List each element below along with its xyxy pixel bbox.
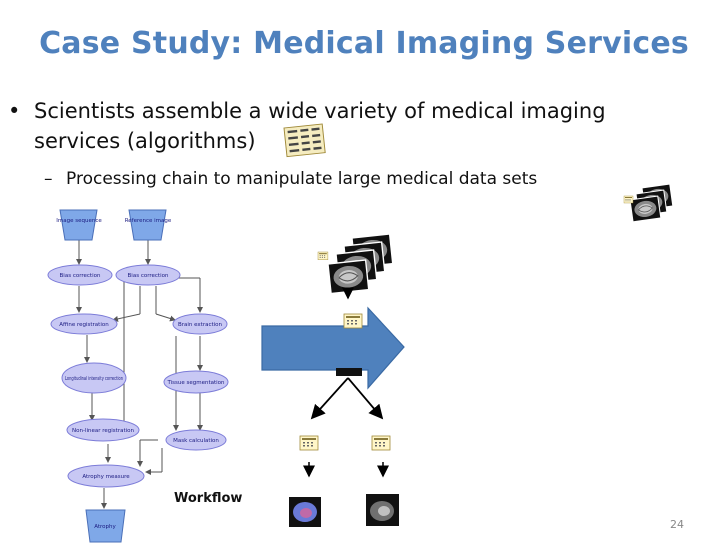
bullet-line-2: services (algorithms) xyxy=(34,129,256,153)
slide-title: Case Study: Medical Imaging Services xyxy=(39,26,689,61)
service-doc-icon xyxy=(343,313,363,329)
flow-input-label: Reference image xyxy=(125,218,172,224)
brain-mri-result-icon xyxy=(289,497,321,527)
bullet-line-1: Scientists assemble a wide variety of me… xyxy=(34,99,606,123)
bullet-text: Scientists assemble a wide variety of me… xyxy=(34,96,694,156)
bullet-marker: • xyxy=(8,99,21,123)
service-doc-icon xyxy=(283,123,326,158)
flow-node-label: Bias correction xyxy=(60,273,101,279)
process-arrow xyxy=(261,306,405,390)
flow-node-label: Longitudinal intensity correction xyxy=(65,376,123,382)
flow-node-label: Mask calculation xyxy=(173,438,219,444)
workflow-flowchart: Image sequence Reference image Bias corr… xyxy=(47,209,229,543)
flow-output-label: Atrophy xyxy=(94,524,116,530)
flow-input-label: Image sequence xyxy=(56,218,102,224)
brain-mri-stack-icon xyxy=(623,183,674,223)
sub-bullet-marker: – xyxy=(44,169,53,189)
arrow-split-left xyxy=(310,377,349,420)
service-doc-icon xyxy=(371,435,391,451)
service-doc-icon xyxy=(299,435,319,451)
arrow-split-right xyxy=(347,377,384,420)
flow-node-label: Tissue segmentation xyxy=(166,380,225,386)
flow-node-label: Brain extraction xyxy=(178,322,223,328)
flow-node-label: Non-linear registration xyxy=(72,428,135,434)
flow-node-label: Atrophy measure xyxy=(82,474,130,480)
workflow-label: Workflow xyxy=(174,491,243,506)
flow-node-label: Bias correction xyxy=(128,273,169,279)
sub-bullet-text: Processing chain to manipulate large med… xyxy=(66,169,538,189)
brain-mri-result-icon xyxy=(366,494,399,526)
page-number: 24 xyxy=(670,518,684,531)
flow-node-label: Affine registration xyxy=(59,322,109,328)
brain-mri-stack-icon xyxy=(336,368,362,376)
brain-mri-stack-icon xyxy=(317,233,394,295)
